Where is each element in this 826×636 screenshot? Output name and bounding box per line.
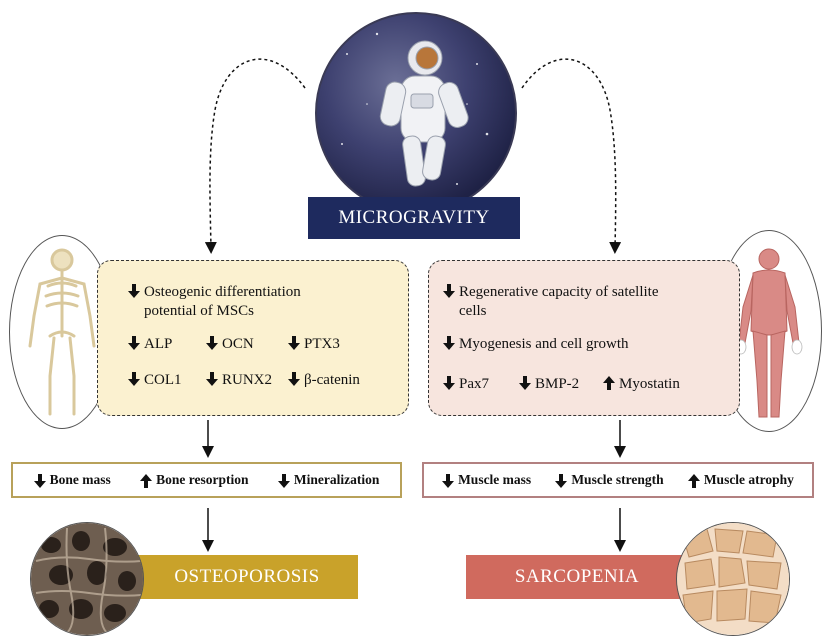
osteoporotic-bone-image xyxy=(30,522,144,636)
down-arrow-icon xyxy=(519,376,531,390)
outcome-bone-mass: Bone mass xyxy=(33,472,111,488)
muscle-effect-regenerative: Regenerative capacity of satellite cells xyxy=(443,283,658,321)
down-arrow-icon xyxy=(33,473,46,488)
microgravity-label: MICROGRAVITY xyxy=(308,197,520,239)
marker-col1: COL1 xyxy=(128,371,206,390)
bone-effects-box: Osteogenic differentiation potential of … xyxy=(97,260,409,416)
down-arrow-icon xyxy=(443,336,455,350)
dotted-arrow-right xyxy=(521,58,622,254)
marker-bmp2: BMP-2 xyxy=(519,375,603,394)
down-arrow-icon xyxy=(288,336,300,350)
marker-ptx3: PTX3 xyxy=(288,335,340,354)
dotted-arrow-left xyxy=(204,58,306,254)
muscle-effect-line1: Regenerative capacity of satellite xyxy=(459,284,659,300)
down-arrow-icon xyxy=(277,473,290,488)
outcome-mineralization: Mineralization xyxy=(277,472,379,488)
down-arrow-icon xyxy=(128,372,140,386)
astronaut-image xyxy=(315,12,517,214)
down-arrow-icon xyxy=(128,336,140,350)
down-arrow-icon xyxy=(206,372,218,386)
bone-effect-line1: Osteogenic differentiation xyxy=(144,284,301,300)
outcome-bone-resorption: Bone resorption xyxy=(140,472,249,488)
down-arrow-icon xyxy=(442,473,455,488)
down-arrow-icon xyxy=(443,284,455,298)
sarcopenia-label: SARCOPENIA xyxy=(466,555,688,599)
down-arrow-icon xyxy=(443,376,455,390)
down-arrow-icon xyxy=(555,473,568,488)
down-arrow-icon xyxy=(288,372,300,386)
outcome-muscle-mass: Muscle mass xyxy=(442,472,531,488)
muscle-effect-myogenesis: Myogenesis and cell growth xyxy=(443,335,629,354)
bone-effect-line2: potential of MSCs xyxy=(144,302,255,319)
down-arrow-icon xyxy=(206,336,218,350)
bone-outcomes-box: Bone mass Bone resorption Mineralization xyxy=(11,462,402,498)
marker-alp: ALP xyxy=(128,335,206,354)
up-arrow-icon xyxy=(687,473,700,488)
outcome-muscle-atrophy: Muscle atrophy xyxy=(687,472,794,488)
marker-myostatin: Myostatin xyxy=(603,375,680,394)
marker-beta-catenin: β-catenin xyxy=(288,371,360,390)
up-arrow-icon xyxy=(603,376,615,390)
down-arrow-icon xyxy=(128,284,140,298)
up-arrow-icon xyxy=(140,473,153,488)
muscle-effect-line2: cells xyxy=(459,302,487,319)
muscle-outcomes-box: Muscle mass Muscle strength Muscle atrop… xyxy=(422,462,814,498)
muscle-effects-box: Regenerative capacity of satellite cells… xyxy=(428,260,740,416)
muscle-tissue-image xyxy=(676,522,790,636)
marker-ocn: OCN xyxy=(206,335,288,354)
marker-pax7: Pax7 xyxy=(443,375,519,394)
outcome-muscle-strength: Muscle strength xyxy=(555,472,664,488)
osteoporosis-label: OSTEOPOROSIS xyxy=(136,555,358,599)
marker-runx2: RUNX2 xyxy=(206,371,288,390)
bone-effect-osteogenic: Osteogenic differentiation potential of … xyxy=(128,283,301,321)
